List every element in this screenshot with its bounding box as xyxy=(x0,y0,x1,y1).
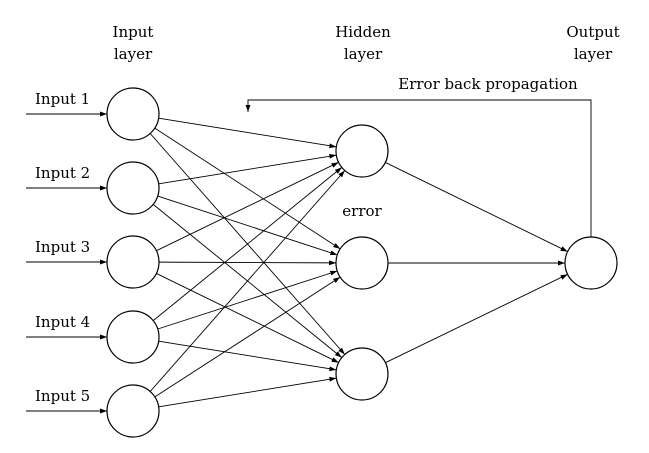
output-layer-title-line2: layer xyxy=(574,45,613,63)
input-label-1: Input 1 xyxy=(35,90,90,108)
input-label-5: Input 5 xyxy=(35,387,90,405)
connections xyxy=(26,111,568,414)
error-label: error xyxy=(342,202,382,220)
neurons xyxy=(106,87,618,438)
input-neuron-3 xyxy=(106,235,160,289)
edge-input-5-hidden-2 xyxy=(154,276,341,398)
hidden-neuron-2 xyxy=(335,236,389,290)
edge-input-2-hidden-1 xyxy=(158,153,337,185)
edge-input-1-hidden-1 xyxy=(158,117,337,149)
input-neuron-5 xyxy=(106,384,160,438)
edge-input-3-hidden-2 xyxy=(158,260,337,266)
edge-input-2-hidden-2 xyxy=(157,195,338,256)
input-label-4: Input 4 xyxy=(35,313,90,331)
edge-hidden-1-output xyxy=(385,162,568,252)
hidden-layer-title-line1: Hidden xyxy=(335,23,391,41)
input-neuron-2 xyxy=(106,161,160,215)
edge-input-3-hidden-1 xyxy=(156,161,339,252)
backprop-label: Error back propagation xyxy=(398,75,578,93)
edge-input-5-hidden-1 xyxy=(149,170,346,392)
input-layer-title-line2: layer xyxy=(114,45,153,63)
hidden-neuron-3 xyxy=(335,347,389,401)
edge-input-1-hidden-2 xyxy=(154,127,341,250)
edge-hidden-3-output xyxy=(385,273,568,364)
input-label-2: Input 2 xyxy=(35,164,90,182)
backprop-path xyxy=(245,99,592,237)
input-label-3: Input 3 xyxy=(35,238,90,256)
output-neuron xyxy=(564,236,618,290)
edge-input-4-hidden-2 xyxy=(157,270,338,330)
hidden-layer-title-line2: layer xyxy=(344,45,383,63)
hidden-neuron-1 xyxy=(335,124,389,178)
input-neuron-4 xyxy=(106,310,160,364)
output-layer-title-line1: Output xyxy=(566,23,619,41)
input-neuron-1 xyxy=(106,87,160,141)
edge-input-4-hidden-1 xyxy=(152,167,343,321)
input-layer-title-line1: Input xyxy=(113,23,154,41)
edge-input-5-hidden-3 xyxy=(158,376,337,408)
edge-input-4-hidden-3 xyxy=(158,340,337,372)
edge-input-3-hidden-3 xyxy=(156,273,339,363)
